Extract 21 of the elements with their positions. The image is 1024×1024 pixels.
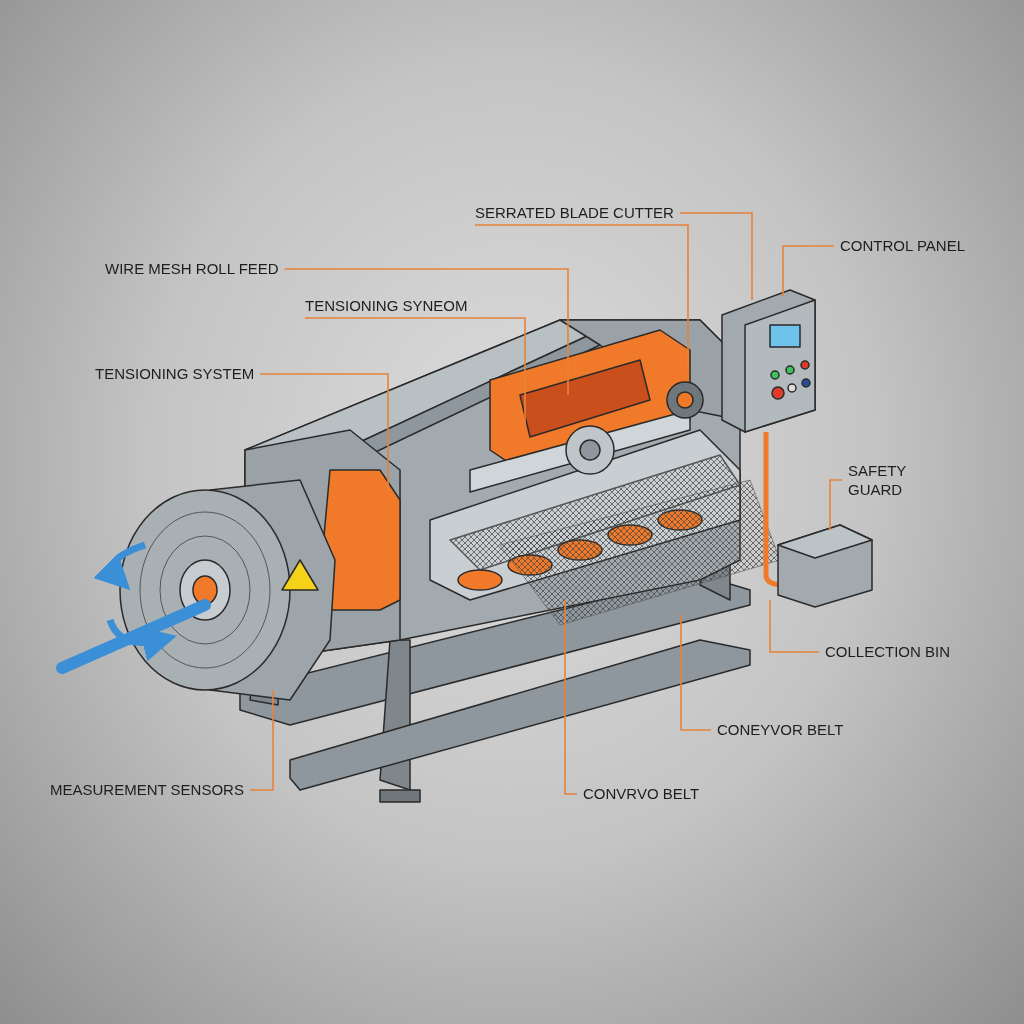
part-label: CONVRVO BELT: [583, 784, 700, 803]
part-label: SERRATED BLADE CUTTER: [475, 203, 674, 222]
leader-line: [304, 317, 526, 426]
part-label: WIRE MESH ROLL FEED: [105, 259, 279, 278]
leader-line: [679, 212, 753, 301]
leader-line: [829, 479, 843, 531]
leader-line: [283, 268, 569, 396]
part-label: SAFETY GUARD: [848, 461, 938, 499]
leader-line: [564, 599, 578, 795]
part-label: CONEYVOR BELT: [717, 720, 844, 739]
leader-line: [769, 599, 820, 653]
leader-line: [249, 689, 274, 791]
leader-line: [680, 614, 712, 731]
part-label: CONTROL PANEL: [840, 236, 966, 255]
part-label: COLLECTION BIN: [825, 642, 951, 661]
part-label: TENSIONING SYNEOM: [305, 296, 468, 315]
part-label: MEASUREMENT SENSORS: [50, 780, 244, 799]
leader-line: [259, 373, 389, 491]
leader-line: [474, 224, 689, 371]
part-label: TENSIONING SYSTEM: [95, 364, 255, 383]
leader-line: [782, 245, 835, 297]
